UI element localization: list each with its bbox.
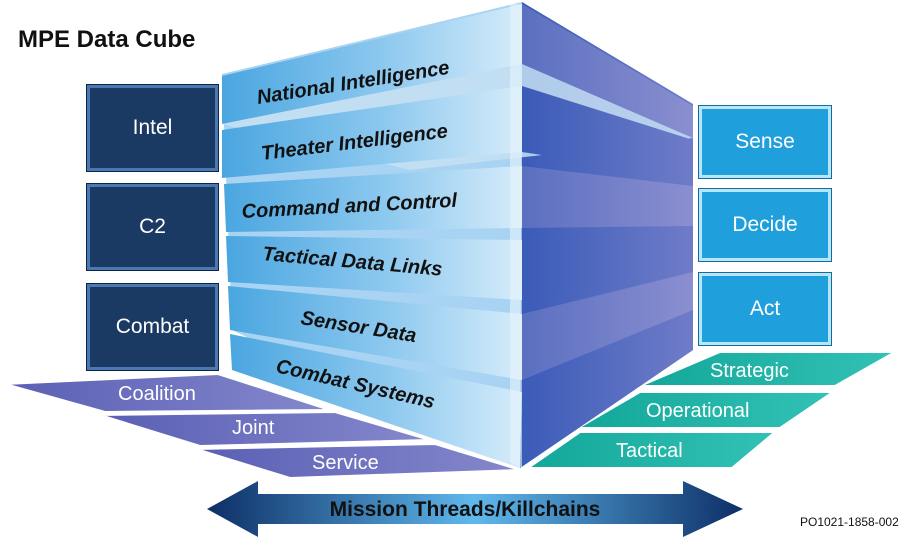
plane-label-coalition: Coalition bbox=[118, 383, 196, 405]
layer-6-side bbox=[520, 314, 693, 468]
layer-3-front bbox=[224, 166, 522, 232]
layer-5-side bbox=[522, 272, 693, 380]
plane-label-service: Service bbox=[312, 452, 379, 474]
layer-6-front bbox=[230, 334, 522, 468]
left-planes bbox=[4, 372, 521, 480]
layer-2-front bbox=[222, 86, 522, 178]
plane-strategic bbox=[639, 351, 899, 387]
plane-label-joint: Joint bbox=[232, 417, 275, 439]
layer-3-side bbox=[522, 166, 693, 228]
box-sense-label: Sense bbox=[735, 130, 795, 153]
cube-edge-highlight bbox=[510, 4, 522, 468]
layer-1-front bbox=[222, 4, 522, 124]
layer-1-side bbox=[522, 4, 693, 138]
plane-service bbox=[195, 442, 521, 480]
plane-tactical bbox=[524, 431, 778, 469]
box-c2: C2 bbox=[86, 183, 219, 271]
plane-label-strategic: Strategic bbox=[710, 360, 789, 382]
layer-4-side bbox=[522, 232, 693, 300]
box-act: Act bbox=[698, 272, 832, 346]
box-decide: Decide bbox=[698, 188, 832, 262]
plane-label-operational: Operational bbox=[646, 400, 749, 422]
arrow-label: Mission Threads/Killchains bbox=[330, 498, 601, 521]
double-arrow-icon bbox=[207, 481, 743, 537]
box-sense: Sense bbox=[698, 105, 832, 179]
cube-layers bbox=[222, 4, 693, 468]
plane-operational bbox=[574, 391, 837, 429]
box-intel: Intel bbox=[86, 84, 219, 172]
box-combat: Combat bbox=[86, 283, 219, 371]
layer-2-side bbox=[522, 86, 693, 178]
page-title: MPE Data Cube bbox=[18, 26, 196, 53]
layer-4-front bbox=[226, 236, 522, 300]
box-act-label: Act bbox=[749, 297, 781, 320]
box-intel-label: Intel bbox=[132, 116, 173, 139]
mission-threads-arrow: Mission Threads/Killchains bbox=[207, 481, 743, 537]
figure-id: PO1021-1858-002 bbox=[800, 515, 899, 529]
plane-joint bbox=[99, 410, 431, 448]
box-decide-label: Decide bbox=[732, 213, 798, 236]
box-combat-label: Combat bbox=[115, 315, 190, 338]
box-c2-label: C2 bbox=[139, 215, 166, 238]
layer-5-front bbox=[228, 286, 522, 380]
plane-label-tactical: Tactical bbox=[616, 440, 683, 462]
plane-coalition bbox=[4, 372, 331, 414]
right-planes bbox=[524, 351, 899, 469]
